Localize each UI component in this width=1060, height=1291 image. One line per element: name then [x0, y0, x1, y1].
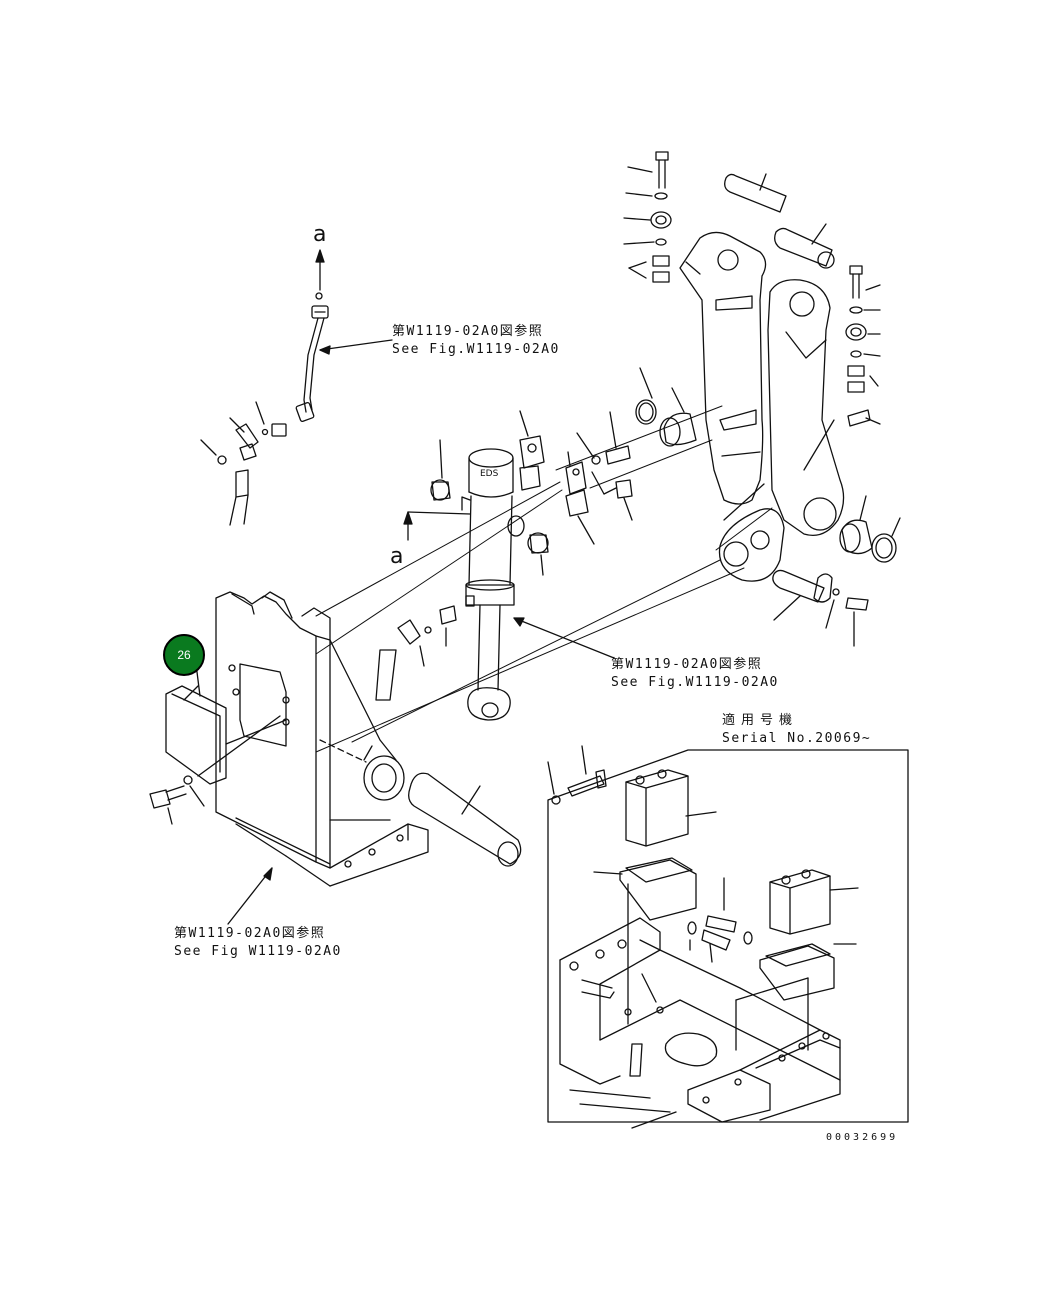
- frame-bracket: [215, 591, 429, 925]
- serial-label-jp: 適用号機: [722, 713, 799, 728]
- part-callout-26[interactable]: 26: [163, 634, 205, 676]
- reference-bottom-en: See Fig W1119-02A0: [174, 944, 342, 959]
- drawing-number: 00032699: [826, 1132, 899, 1143]
- serial-number-text: Serial No.20069~: [722, 731, 872, 746]
- reference-mid-jp: 第W1119-02A0図参照: [611, 657, 763, 672]
- reference-bottom-jp: 第W1119-02A0図参照: [174, 926, 326, 941]
- marker-a-top: a: [313, 222, 327, 247]
- hydraulic-cylinder: EDS: [430, 439, 549, 721]
- marker-a-mid: a: [390, 544, 404, 569]
- middle-hose-fitting: [375, 511, 615, 701]
- reference-mid-en: See Fig.W1119-02A0: [611, 675, 779, 690]
- reference-top-en: See Fig.W1119-02A0: [392, 342, 560, 357]
- svg-text:EDS: EDS: [480, 469, 499, 479]
- serial-inset: [547, 749, 909, 1129]
- alignment-lines: [315, 405, 773, 753]
- main-pin: [408, 745, 607, 867]
- cover-plate: [149, 663, 287, 825]
- boom-link-assembly: [623, 151, 901, 647]
- hydraulic-hose-assembly: [200, 249, 393, 526]
- reference-top-jp: 第W1119-02A0図参照: [392, 324, 544, 339]
- pipe-clamps: [519, 410, 633, 545]
